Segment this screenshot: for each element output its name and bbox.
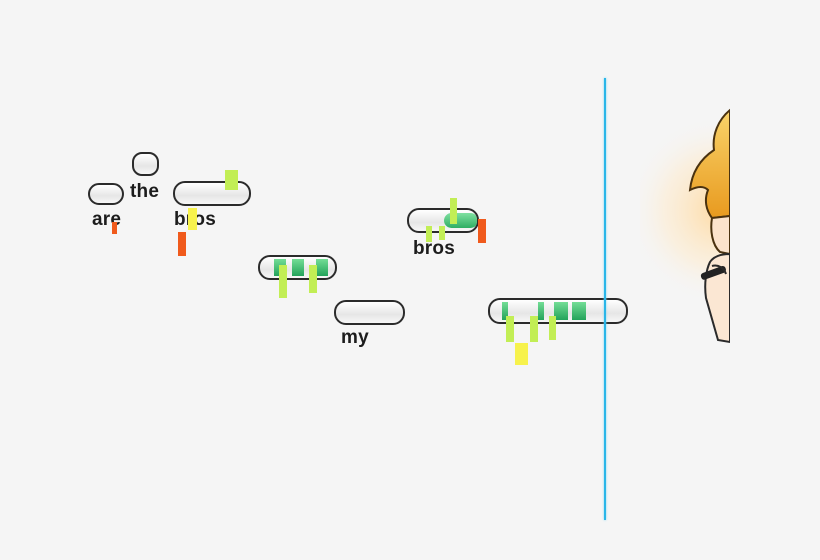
pitch-marker-green bbox=[450, 198, 457, 224]
hit-segment bbox=[572, 302, 586, 320]
pitch-marker-green bbox=[506, 316, 514, 342]
hit-line bbox=[604, 78, 606, 520]
pitch-marker-red bbox=[478, 219, 486, 243]
pitch-marker-green bbox=[439, 226, 445, 240]
hit-segment bbox=[316, 259, 328, 276]
pitch-marker-green bbox=[426, 226, 432, 242]
pitch-marker-red bbox=[178, 232, 186, 256]
note-bar-hit bbox=[258, 255, 337, 280]
pitch-marker-green bbox=[225, 170, 238, 190]
background-panel bbox=[730, 0, 820, 560]
note-bar bbox=[132, 152, 159, 176]
hit-segment bbox=[538, 302, 544, 320]
note-bar bbox=[173, 181, 251, 206]
anime-character-icon bbox=[640, 40, 730, 370]
lyric-bros: bros bbox=[413, 238, 455, 259]
pitch-marker-green bbox=[530, 316, 538, 342]
pitch-marker-green bbox=[309, 265, 317, 293]
lyric-my: my bbox=[341, 327, 369, 348]
hit-segment bbox=[292, 259, 304, 276]
note-bar bbox=[334, 300, 405, 325]
pitch-marker-green bbox=[279, 265, 287, 298]
pitch-marker-yellow bbox=[188, 208, 197, 230]
pitch-marker-green bbox=[549, 316, 556, 340]
note-bar bbox=[88, 183, 124, 205]
hit-segment bbox=[502, 302, 508, 320]
pitch-marker-red bbox=[112, 222, 117, 234]
lyric-the: the bbox=[130, 181, 160, 202]
hit-segment bbox=[554, 302, 568, 320]
pitch-marker-yellow bbox=[515, 343, 528, 365]
